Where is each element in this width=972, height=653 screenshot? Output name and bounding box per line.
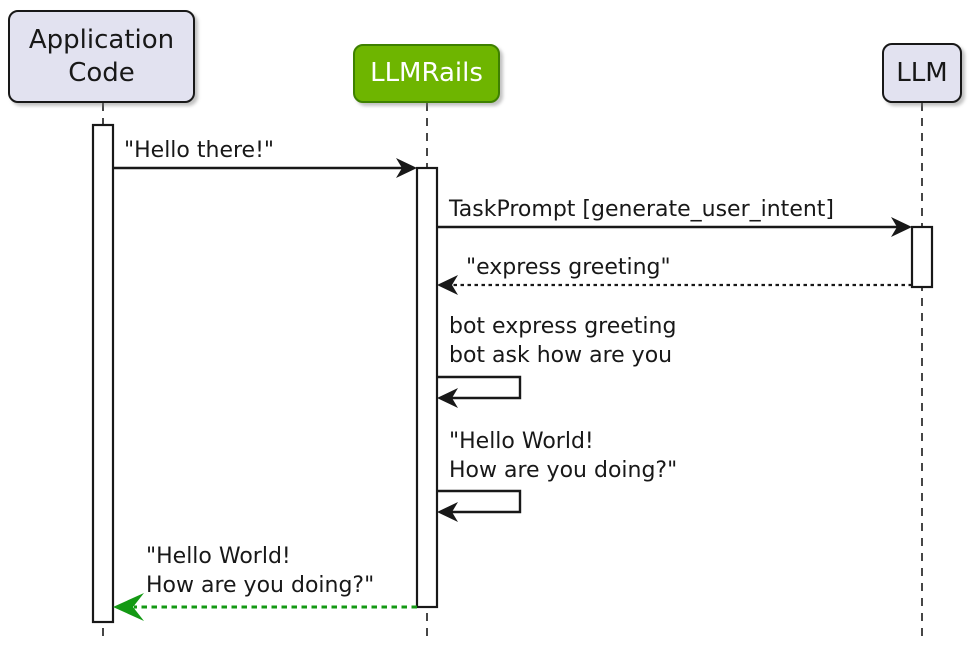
activation-llm xyxy=(910,225,934,289)
activation-application-code xyxy=(91,123,115,624)
self-arrow-bot-utterance-head xyxy=(437,502,458,522)
arrow-task-prompt-head xyxy=(891,217,912,237)
arrow-express-greeting-head xyxy=(437,275,458,295)
message-bot-utterance-line2: How are you doing?" xyxy=(449,458,678,483)
activation-llmrails xyxy=(415,166,439,609)
self-arrow-bot-intent-line xyxy=(437,375,522,400)
message-bot-intent-line1: bot express greeting xyxy=(449,314,677,339)
message-bot-intent: bot express greeting bot ask how are you xyxy=(449,312,676,370)
message-bot-intent-line2: bot ask how are you xyxy=(449,343,673,368)
message-return-hello-world-line2: How are you doing?" xyxy=(146,573,375,598)
self-arrow-bot-intent-head xyxy=(437,388,458,408)
participant-application-code-label: Application Code xyxy=(28,24,175,88)
arrow-return-hello-world-head xyxy=(113,593,144,621)
arrow-hello-there-head xyxy=(396,158,417,178)
message-bot-utterance: "Hello World! How are you doing?" xyxy=(449,427,677,485)
participant-llmrails-label: LLMRails xyxy=(370,58,483,88)
message-task-prompt: TaskPrompt [generate_user_intent] xyxy=(449,197,834,222)
message-bot-utterance-line1: "Hello World! xyxy=(449,429,594,454)
self-arrow-bot-utterance-line xyxy=(437,489,522,514)
participant-llmrails: LLMRails xyxy=(353,44,500,103)
participant-llm: LLM xyxy=(882,43,962,103)
message-express-greeting: "express greeting" xyxy=(466,255,671,280)
participant-llm-label: LLM xyxy=(896,57,948,88)
participant-application-code: Application Code xyxy=(8,10,195,103)
message-return-hello-world-line1: "Hello World! xyxy=(146,544,291,569)
message-hello-there: "Hello there!" xyxy=(124,138,275,163)
message-return-hello-world: "Hello World! How are you doing?" xyxy=(146,542,374,600)
